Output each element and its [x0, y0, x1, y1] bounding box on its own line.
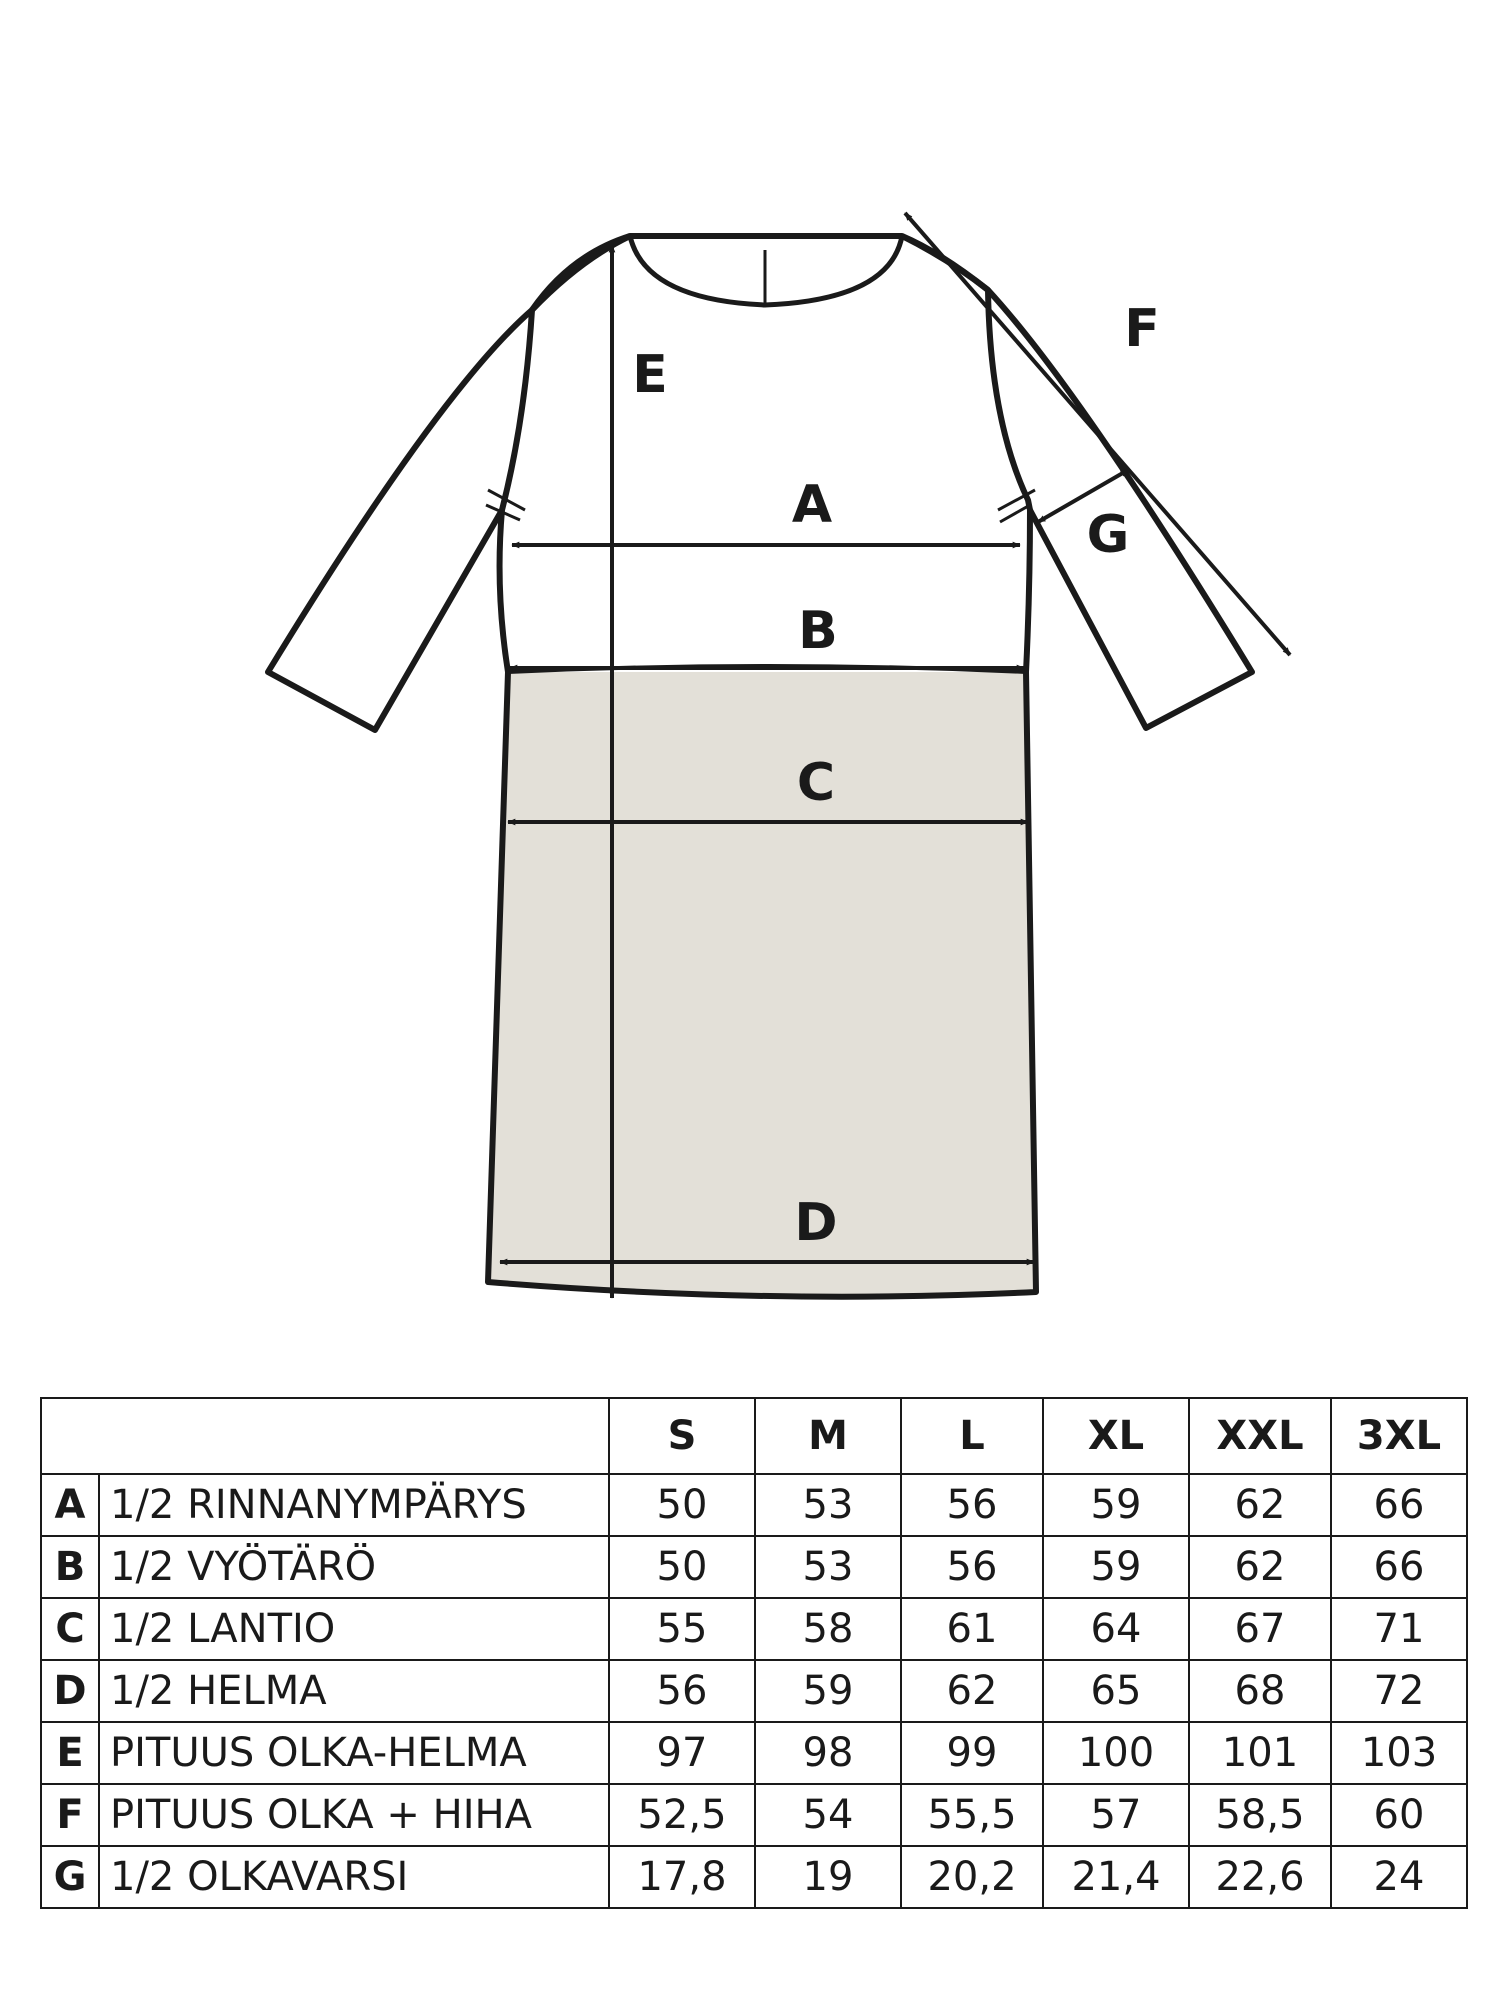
label-a: A: [792, 475, 832, 535]
left-sleeve: [265, 307, 534, 733]
table-cell: 50: [608, 1535, 756, 1599]
table-cell: 22,6: [1188, 1845, 1332, 1909]
header-blank: [40, 1397, 610, 1475]
table-cell: 72: [1330, 1659, 1468, 1723]
row-letter: E: [40, 1721, 100, 1785]
row-letter: B: [40, 1535, 100, 1599]
size-header: S: [608, 1397, 756, 1475]
row-label: 1/2 HELMA: [98, 1659, 610, 1723]
label-b: B: [798, 601, 838, 661]
row-label: 1/2 RINNANYMPÄRYS: [98, 1473, 610, 1537]
table-cell: 62: [900, 1659, 1044, 1723]
table-cell: 20,2: [900, 1845, 1044, 1909]
table-cell: 65: [1042, 1659, 1190, 1723]
table-row: C 1/2 LANTIO 55 58 61 64 67 71: [40, 1597, 1468, 1661]
garment-diagram: A B C D E F G: [265, 211, 1292, 1300]
table-cell: 53: [754, 1535, 902, 1599]
table-cell: 101: [1188, 1721, 1332, 1785]
table-cell: 56: [608, 1659, 756, 1723]
table-cell: 61: [900, 1597, 1044, 1661]
row-letter: G: [40, 1845, 100, 1909]
arrow-g: [1036, 468, 1130, 524]
table-cell: 55,5: [900, 1783, 1044, 1847]
label-g: G: [1087, 505, 1130, 565]
table-row: F PITUUS OLKA + HIHA 52,5 54 55,5 57 58,…: [40, 1783, 1468, 1847]
table-cell: 66: [1330, 1473, 1468, 1537]
table-cell: 50: [608, 1473, 756, 1537]
table-row: E PITUUS OLKA-HELMA 97 98 99 100 101 103: [40, 1721, 1468, 1785]
size-header: 3XL: [1330, 1397, 1468, 1475]
table-cell: 64: [1042, 1597, 1190, 1661]
table-cell: 24: [1330, 1845, 1468, 1909]
table-row: B 1/2 VYÖTÄRÖ 50 53 56 59 62 66: [40, 1535, 1468, 1599]
table-cell: 57: [1042, 1783, 1190, 1847]
table-row: A 1/2 RINNANYMPÄRYS 50 53 56 59 62 66: [40, 1473, 1468, 1537]
table-cell: 52,5: [608, 1783, 756, 1847]
table-cell: 71: [1330, 1597, 1468, 1661]
left-dart: [485, 488, 526, 522]
table-cell: 68: [1188, 1659, 1332, 1723]
row-letter: A: [40, 1473, 100, 1537]
arrow-f: [903, 211, 1292, 657]
table-row: D 1/2 HELMA 56 59 62 65 68 72: [40, 1659, 1468, 1723]
table-cell: 55: [608, 1597, 756, 1661]
table-cell: 54: [754, 1783, 902, 1847]
size-header: L: [900, 1397, 1044, 1475]
table-cell: 67: [1188, 1597, 1332, 1661]
skirt-panel: [488, 672, 1036, 1297]
row-label: PITUUS OLKA-HELMA: [98, 1721, 610, 1785]
table-cell: 58: [754, 1597, 902, 1661]
table-cell: 98: [754, 1721, 902, 1785]
table-cell: 56: [900, 1473, 1044, 1537]
size-header: XXL: [1188, 1397, 1332, 1475]
label-d: D: [794, 1193, 837, 1253]
table-cell: 103: [1330, 1721, 1468, 1785]
table-cell: 59: [754, 1659, 902, 1723]
row-label: 1/2 VYÖTÄRÖ: [98, 1535, 610, 1599]
label-e: E: [632, 345, 668, 405]
row-label: PITUUS OLKA + HIHA: [98, 1783, 610, 1847]
row-letter: D: [40, 1659, 100, 1723]
table-cell: 59: [1042, 1535, 1190, 1599]
size-table: S M L XL XXL 3XL A 1/2 RINNANYMPÄRYS 50 …: [40, 1397, 1468, 1909]
row-label: 1/2 LANTIO: [98, 1597, 610, 1661]
table-cell: 100: [1042, 1721, 1190, 1785]
table-cell: 62: [1188, 1535, 1332, 1599]
size-header-row: S M L XL XXL 3XL: [40, 1397, 1468, 1475]
table-cell: 17,8: [608, 1845, 756, 1909]
row-letter: F: [40, 1783, 100, 1847]
table-cell: 62: [1188, 1473, 1332, 1537]
row-label: 1/2 OLKAVARSI: [98, 1845, 610, 1909]
table-cell: 60: [1330, 1783, 1468, 1847]
table-row: G 1/2 OLKAVARSI 17,8 19 20,2 21,4 22,6 2…: [40, 1845, 1468, 1909]
table-cell: 21,4: [1042, 1845, 1190, 1909]
table-cell: 19: [754, 1845, 902, 1909]
table-cell: 58,5: [1188, 1783, 1332, 1847]
row-letter: C: [40, 1597, 100, 1661]
label-f: F: [1124, 299, 1160, 359]
table-cell: 59: [1042, 1473, 1190, 1537]
size-header: M: [754, 1397, 902, 1475]
label-c: C: [797, 753, 835, 813]
table-cell: 97: [608, 1721, 756, 1785]
table-cell: 53: [754, 1473, 902, 1537]
table-cell: 99: [900, 1721, 1044, 1785]
size-header: XL: [1042, 1397, 1190, 1475]
table-cell: 66: [1330, 1535, 1468, 1599]
table-cell: 56: [900, 1535, 1044, 1599]
